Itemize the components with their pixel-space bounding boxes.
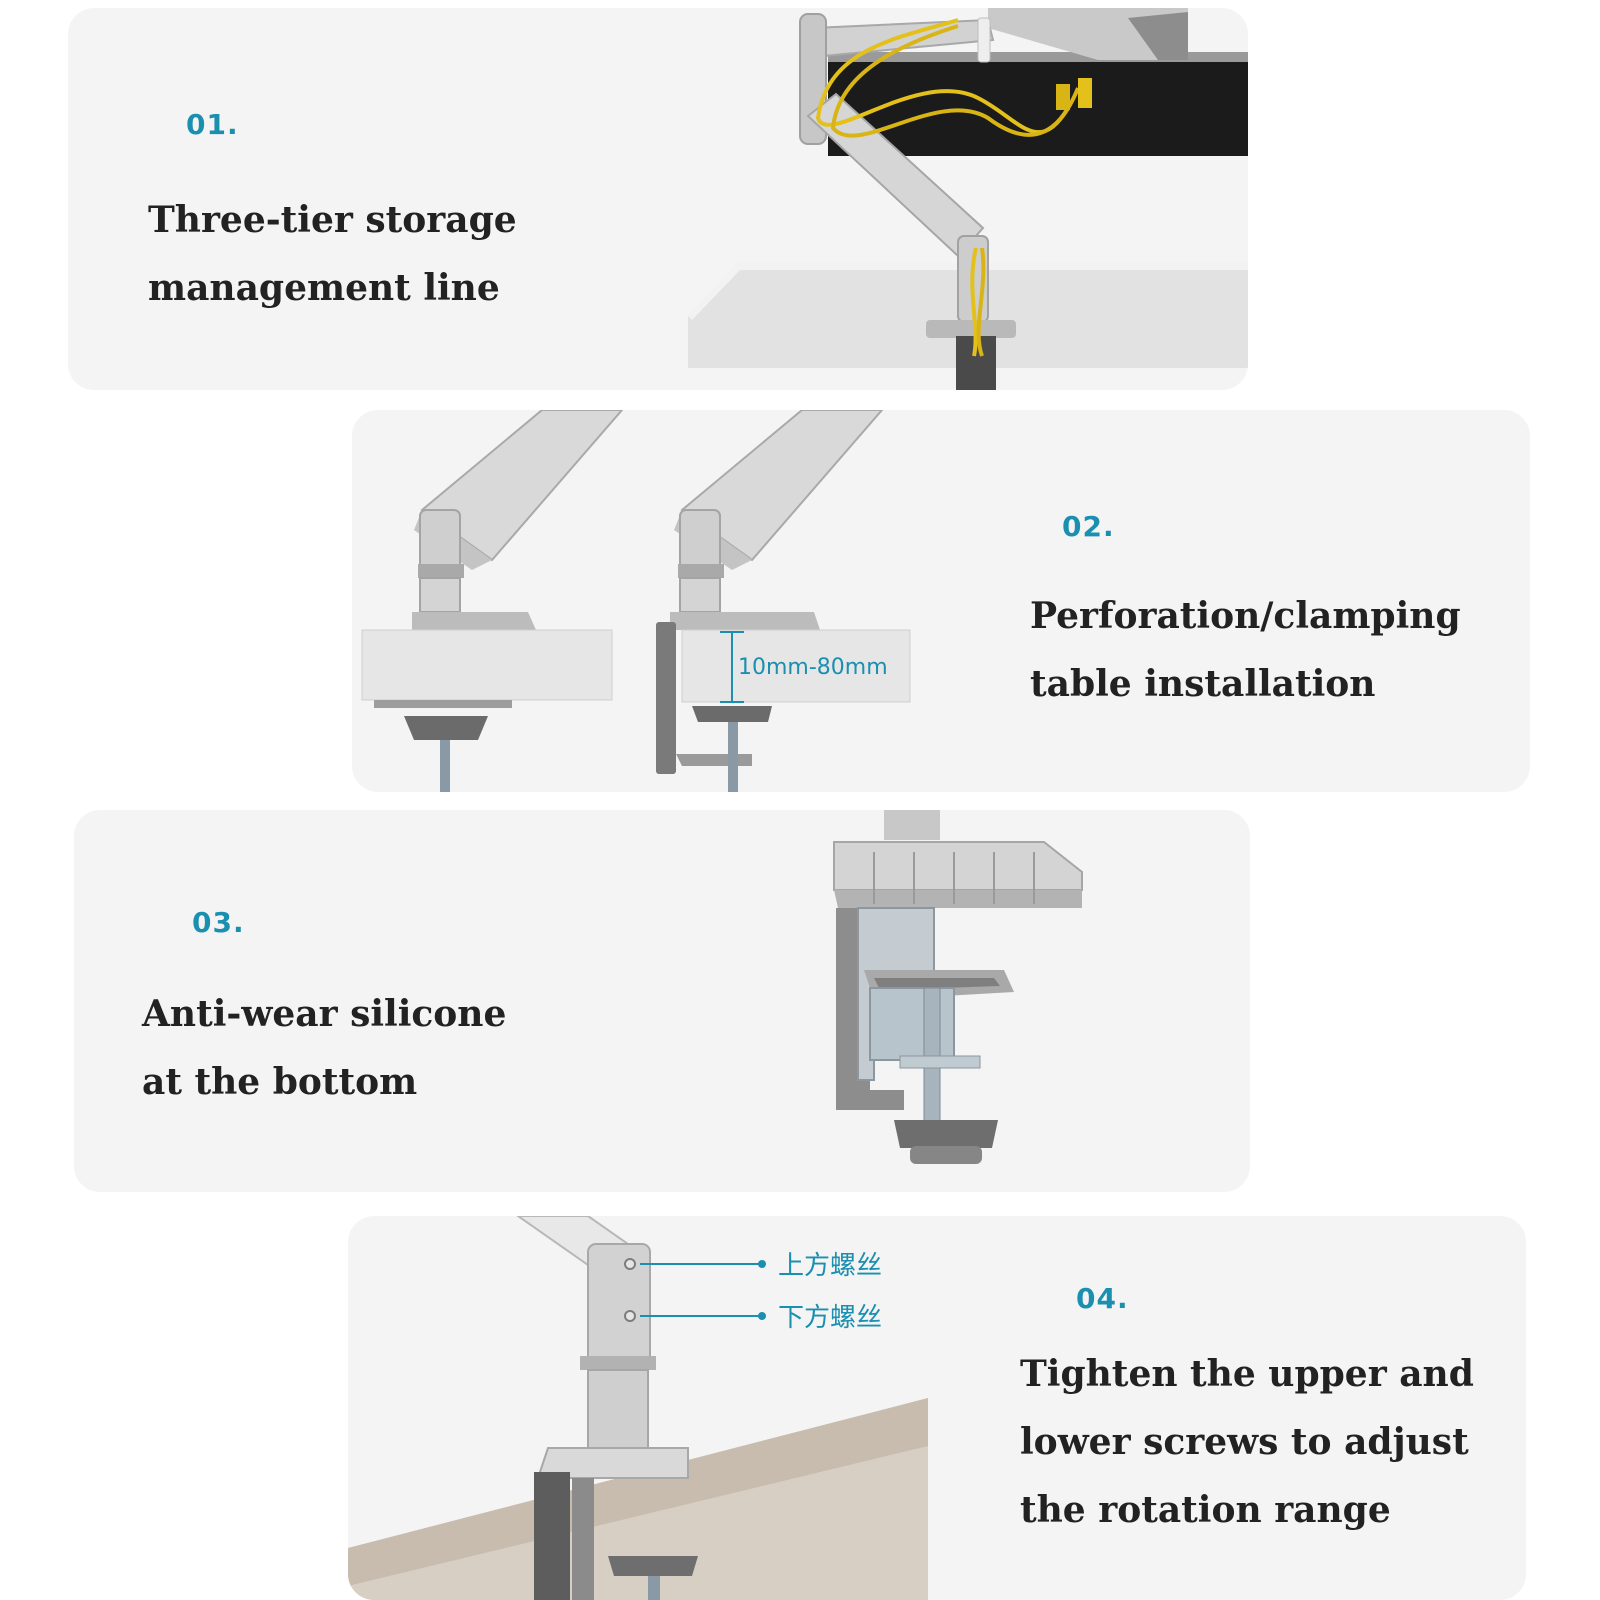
feature-title: Tighten the upper and lower screws to ad… bbox=[1020, 1340, 1474, 1544]
feature-title-line: at the bottom bbox=[142, 1061, 418, 1103]
feature-title-line: Perforation/clamping bbox=[1030, 595, 1461, 637]
lower-screw-label: 下方螺丝 bbox=[778, 1303, 882, 1333]
feature-card-rotation-screws: 上方螺丝 下方螺丝 04. Tighten the upper and lowe… bbox=[348, 1216, 1526, 1600]
feature-card-installation: 10mm-80mm 02. Perforation/clamping table… bbox=[352, 410, 1530, 792]
feature-title-line: Tighten the upper and bbox=[1020, 1353, 1474, 1395]
feature-title: Three-tier storage management line bbox=[148, 186, 517, 322]
desk-clamp-illustration bbox=[833, 810, 1083, 1164]
arm-column-screws-illustration: 上方螺丝 下方螺丝 bbox=[348, 1216, 928, 1600]
feature-title-line: the rotation range bbox=[1020, 1489, 1391, 1531]
feature-number: 04. bbox=[1076, 1282, 1129, 1315]
monitor-arm-cable-illustration bbox=[688, 8, 1248, 390]
feature-title: Anti-wear silicone at the bottom bbox=[142, 980, 506, 1116]
feature-title-line: lower screws to adjust bbox=[1020, 1421, 1469, 1463]
feature-title-line: management line bbox=[148, 267, 500, 309]
feature-title: Perforation/clamping table installation bbox=[1030, 582, 1461, 718]
feature-title-line: table installation bbox=[1030, 663, 1376, 705]
feature-title-line: Three-tier storage bbox=[148, 199, 517, 241]
feature-title-line: Anti-wear silicone bbox=[142, 993, 507, 1035]
feature-number: 01. bbox=[186, 108, 239, 141]
feature-card-cable-management: 01. Three-tier storage management line bbox=[68, 8, 1248, 390]
dimension-label: 10mm-80mm bbox=[738, 655, 888, 680]
desk-mount-options-illustration: 10mm-80mm bbox=[361, 410, 911, 792]
feature-number: 02. bbox=[1062, 510, 1115, 543]
upper-screw-label: 上方螺丝 bbox=[778, 1251, 882, 1281]
feature-number: 03. bbox=[192, 906, 245, 939]
feature-card-silicone-base: 03. Anti-wear silicone at the bottom bbox=[74, 810, 1250, 1192]
